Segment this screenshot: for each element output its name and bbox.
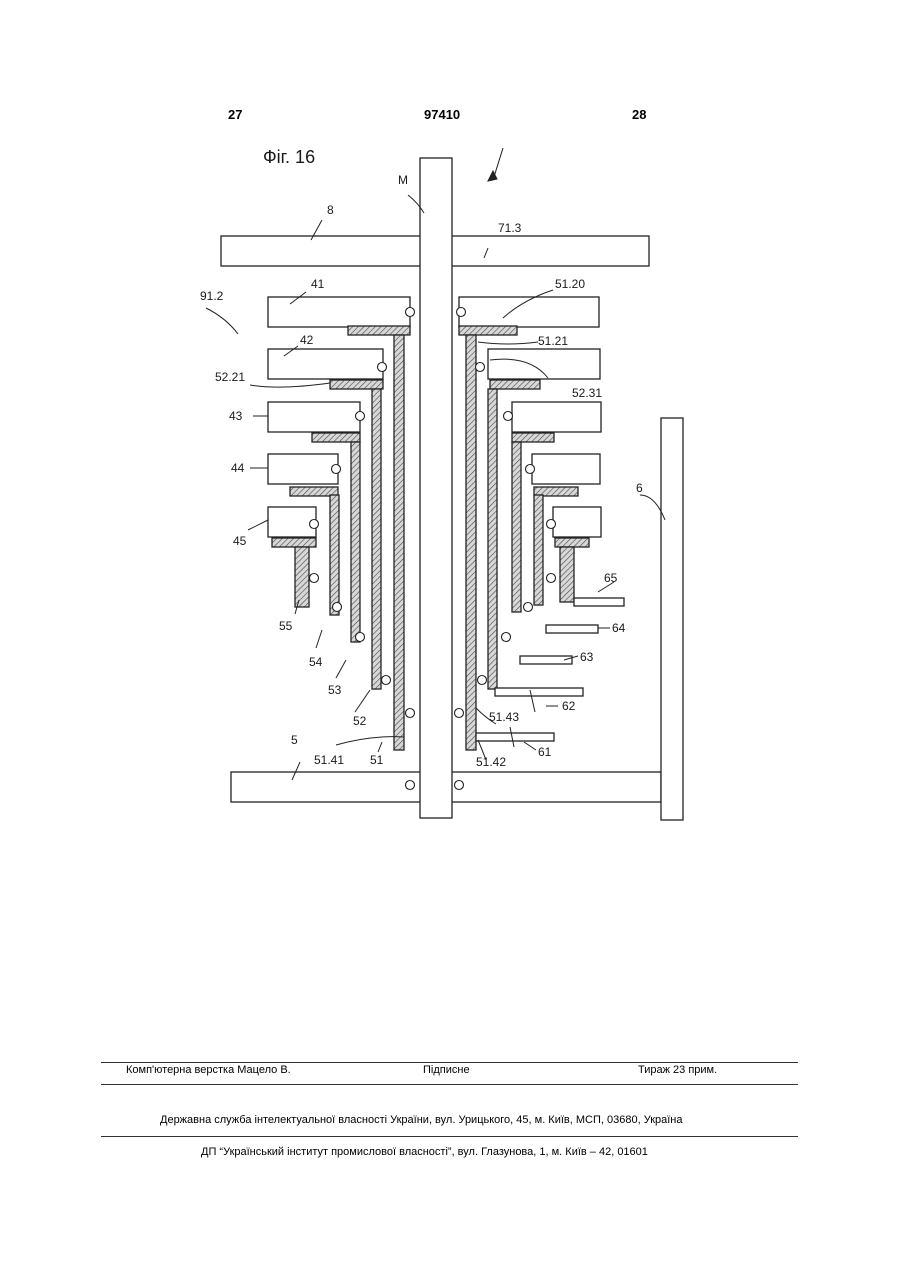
figure-title: Фіг. 16 <box>263 147 315 167</box>
label-53: 53 <box>328 683 342 697</box>
page-number-right: 28 <box>632 107 646 122</box>
label-5: 5 <box>291 733 298 747</box>
label-42: 42 <box>300 333 314 347</box>
label-63: 63 <box>580 650 594 664</box>
patent-number: 97410 <box>424 107 460 122</box>
label-41: 41 <box>311 277 325 291</box>
label-91-2: 91.2 <box>200 289 224 303</box>
label-6: 6 <box>636 481 643 495</box>
label-71-3: 71.3 <box>498 221 522 235</box>
footer-office: Державна служба інтелектуальної власност… <box>160 1114 683 1126</box>
footer-divider-top <box>101 1062 798 1063</box>
footer-divider-middle <box>101 1084 798 1085</box>
label-8: 8 <box>327 203 334 217</box>
label-64: 64 <box>612 621 626 635</box>
label-51-42: 51.42 <box>476 755 506 769</box>
label-45: 45 <box>233 534 247 548</box>
footer-layout: Комп'ютерна верстка Мацело В. <box>126 1064 291 1076</box>
footer-circulation: Тираж 23 прим. <box>638 1064 717 1076</box>
label-62: 62 <box>562 699 576 713</box>
label-54: 54 <box>309 655 323 669</box>
label-65: 65 <box>604 571 618 585</box>
page-number-left: 27 <box>228 107 242 122</box>
label-43: 43 <box>229 409 243 423</box>
footer-signed: Підписне <box>423 1064 470 1076</box>
label-61: 61 <box>538 745 552 759</box>
label-51-43: 51.43 <box>489 710 519 724</box>
footer-institute: ДП “Український інститут промислової вла… <box>201 1146 648 1158</box>
label-55: 55 <box>279 619 293 633</box>
label-51: 51 <box>370 753 384 767</box>
label-m: M <box>398 173 408 187</box>
label-51-41: 51.41 <box>314 753 344 767</box>
label-44: 44 <box>231 461 245 475</box>
label-52-31: 52.31 <box>572 386 602 400</box>
technical-drawing: Фіг. 16 M 8 71.3 91.2 41 51.20 42 51.21 … <box>190 140 710 830</box>
footer-divider-bottom <box>101 1136 798 1137</box>
label-51-21: 51.21 <box>538 334 568 348</box>
label-52-21: 52.21 <box>215 370 245 384</box>
label-52: 52 <box>353 714 367 728</box>
label-51-20: 51.20 <box>555 277 585 291</box>
